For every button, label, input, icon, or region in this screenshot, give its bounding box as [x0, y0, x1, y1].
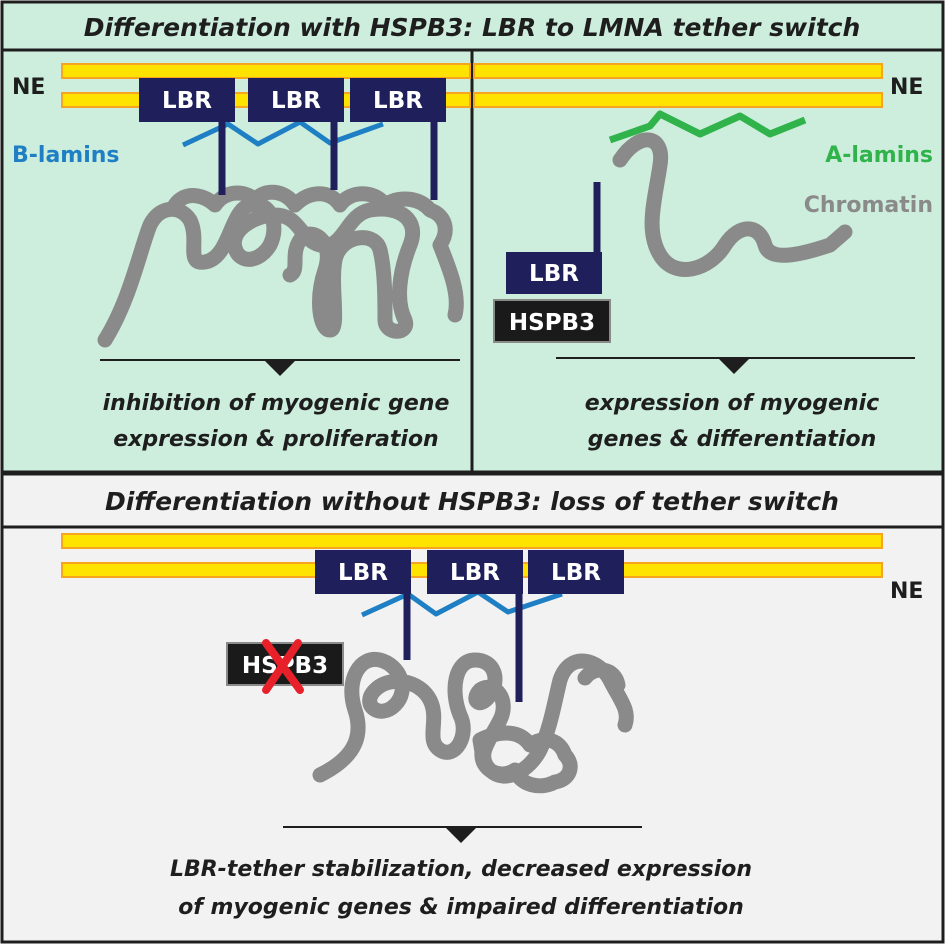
chromatin-loop-bottom	[577, 662, 626, 693]
nuclear-envelope-outer-bottom	[61, 533, 883, 549]
lbr-label: LBR	[373, 88, 423, 114]
a-lamins-filament	[608, 110, 807, 144]
nuclear-envelope-outer-right	[473, 63, 883, 79]
right-caption-line2: genes & differentiation	[588, 427, 877, 452]
lbr-protein-top-3: LBR	[350, 78, 446, 122]
right-caption-line1: expression of myogenic	[585, 391, 879, 416]
chromatin-decondensed-right	[612, 132, 853, 277]
chromatin-label: Chromatin	[804, 193, 933, 218]
lbr-protein-released: LBR	[506, 252, 602, 294]
right-caption-arrow	[718, 358, 750, 374]
left-caption-arrow	[264, 360, 296, 376]
hspb3-label: HSPB3	[509, 310, 595, 336]
a-lamins-label: A-lamins	[825, 143, 933, 168]
lbr-protein-bottom-1: LBR	[315, 550, 411, 594]
cross-mark-icon	[262, 639, 304, 694]
left-caption-line1: inhibition of myogenic gene	[103, 391, 450, 416]
lbr-protein-top-1: LBR	[139, 78, 235, 122]
lbr-label: LBR	[551, 560, 601, 586]
lbr-label: LBR	[271, 88, 321, 114]
nuclear-envelope-inner-right	[473, 92, 883, 108]
lbr-protein-bottom-2: LBR	[427, 550, 523, 594]
top-panel-title: Differentiation with HSPB3: LBR to LMNA …	[84, 13, 861, 42]
bottom-caption-line1: LBR-tether stabilization, decreased expr…	[170, 857, 752, 882]
bottom-panel-title: Differentiation without HSPB3: loss of t…	[105, 487, 839, 516]
lbr-label: LBR	[338, 560, 388, 586]
bottom-caption-arrow	[445, 827, 477, 843]
lbr-label: LBR	[162, 88, 212, 114]
lbr-protein-bottom-3: LBR	[528, 550, 624, 594]
lbr-label: LBR	[529, 261, 579, 287]
lbr-label: LBR	[450, 560, 500, 586]
hspb3-protein: HSPB3	[493, 299, 611, 343]
chromatin-condensed-left	[97, 196, 421, 348]
ne-label-top-right: NE	[890, 75, 923, 100]
b-lamins-label: B-lamins	[12, 143, 120, 168]
chromatin-condensed-bottom-1	[312, 651, 634, 784]
lbr-protein-top-2: LBR	[248, 78, 344, 122]
left-caption-line2: expression & proliferation	[113, 427, 438, 452]
chromatin-condensed-bottom-2	[472, 725, 578, 794]
ne-label-top-left: NE	[12, 75, 45, 100]
nuclear-envelope-outer-left	[61, 63, 471, 79]
chromatin-loops-left	[167, 184, 464, 323]
bottom-caption-line2: of myogenic genes & impaired differentia…	[178, 895, 744, 920]
hspb3-protein-absent: HSPB3	[226, 639, 344, 694]
ne-label-bottom: NE	[890, 579, 923, 604]
